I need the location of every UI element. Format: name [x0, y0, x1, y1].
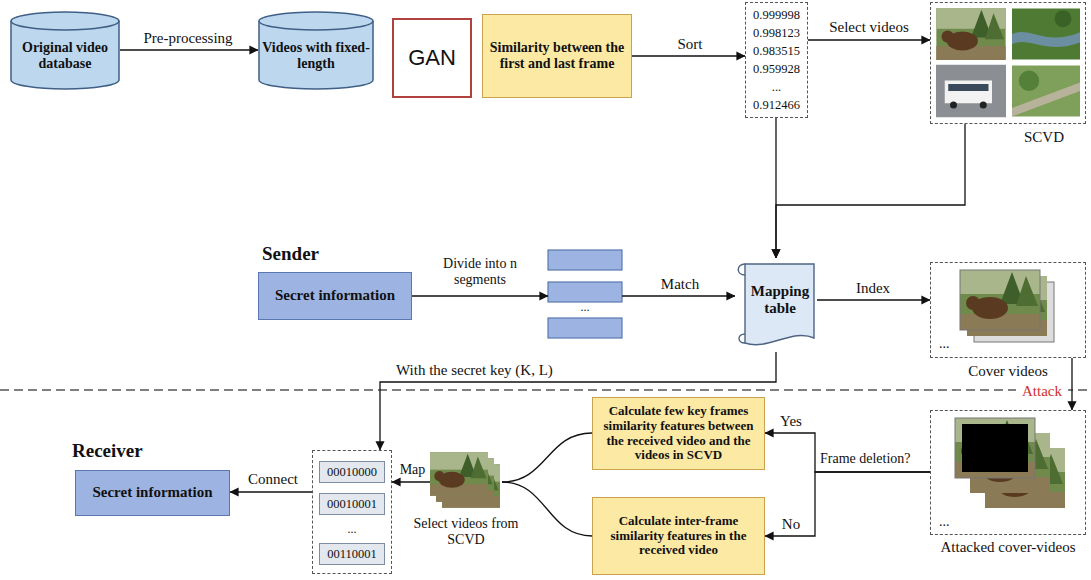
edge-label: Pre-processing: [138, 30, 238, 47]
score-list: 0.999998 0.998123 0.983515 0.959928... 0.912…: [745, 2, 808, 118]
database-cylinder: Videos with fixed-length: [258, 12, 374, 90]
connector-arrow: [380, 352, 776, 450]
process-box: Calculate few key frames similarity feat…: [592, 397, 765, 470]
node-text: GAN: [408, 45, 456, 70]
section-heading: Sender: [262, 243, 319, 265]
bit-box: 00110001: [319, 543, 385, 565]
video-set-box: ...Attacked cover-videos: [930, 410, 1086, 535]
segment-group: ...: [548, 250, 622, 338]
section-heading: Receiver: [72, 440, 143, 462]
database-cylinder: Original video database: [10, 12, 120, 90]
node-text: 00010001: [327, 498, 377, 511]
edge-label: Connect: [238, 471, 308, 488]
mapping-scroll: Mapping table: [735, 258, 817, 352]
node-text: 0.983515: [753, 45, 800, 58]
node-text: Calculate few key frames similarity feat…: [598, 404, 759, 464]
node-text: Select videos from SCVD: [408, 516, 524, 548]
cylinder-body: [259, 12, 373, 89]
video-thumbnail: Select videos from SCVD: [430, 452, 502, 512]
scroll-outline: [735, 258, 817, 352]
bit-list: ... 00010000 00010001 00110001: [312, 450, 392, 574]
video-set-box: ...Cover videos: [930, 262, 1086, 358]
data-box: Secret information: [75, 470, 230, 516]
selected-video-stack: [430, 452, 500, 508]
data-box: Secret information: [258, 272, 412, 320]
cover-video-stack: [960, 270, 1054, 342]
node-text: 0.998123: [753, 27, 800, 40]
cylinder-outline: [10, 12, 120, 90]
edge-label: Index: [838, 280, 908, 297]
process-box: Calculate inter-frame similarity feature…: [592, 497, 765, 575]
connector-arrow: [502, 433, 592, 482]
edge-label: Match: [640, 276, 720, 293]
node-text: ...: [772, 81, 781, 94]
cylinder-rim: [11, 21, 119, 30]
branch-note: Frame deletion?: [820, 451, 911, 467]
video-set-box: SCVD: [930, 2, 1086, 124]
connector-arrow: [120, 49, 258, 50]
node-text: 00010000: [327, 466, 377, 479]
bit-box: 00010000: [319, 461, 385, 483]
node-text: Original video database: [14, 40, 116, 72]
video-thumbnails: [936, 8, 1080, 117]
node-text: ...: [939, 515, 950, 529]
attacked-video-stack: [955, 418, 1065, 508]
node-text: Secret information: [275, 287, 395, 304]
node-text: 00110001: [327, 548, 377, 561]
connector-arrow: [230, 491, 312, 492]
node-text: 0.959928: [753, 63, 800, 76]
node-text: Videos with fixed-length: [262, 40, 370, 72]
node-text: ...: [939, 337, 950, 351]
bit-box: 00010001: [319, 493, 385, 515]
connector-arrow: [765, 433, 930, 472]
edge-label: With the secret key (K, L): [396, 362, 596, 379]
connector-arrow: [817, 299, 930, 300]
node-text: ...: [548, 301, 622, 313]
cylinder-outline: [258, 12, 374, 90]
connector-arrow: [1071, 358, 1072, 410]
segment-bars: [548, 250, 622, 338]
node-text: 0.912466: [753, 99, 800, 112]
sender-receiver-divider: [0, 389, 1091, 390]
node-text: Attacked cover-videos: [931, 539, 1085, 556]
edge-label: Select videos: [815, 19, 923, 36]
edge-label: Map: [395, 462, 430, 478]
connector-arrow: [765, 472, 930, 536]
node-text: SCVD: [1001, 129, 1087, 146]
connector-arrow: [392, 481, 430, 482]
connector-arrow: [502, 482, 592, 536]
node-text: Cover videos: [931, 363, 1085, 380]
edge-label: Yes: [772, 413, 810, 430]
connector-arrow: [622, 295, 735, 296]
connector-arrow: [808, 39, 930, 40]
connector-arrow: [632, 55, 745, 56]
node-text: Secret information: [92, 484, 212, 501]
node-text: Calculate inter-frame similarity feature…: [598, 514, 759, 559]
node-text: 0.999998: [753, 9, 800, 22]
edge-label: Divide into n segments: [416, 256, 544, 288]
connector-arrow: [776, 124, 965, 258]
node-text: Similarity between the first and last fr…: [489, 40, 625, 72]
edge-label: No: [772, 516, 810, 533]
model-box: GAN: [392, 18, 472, 98]
process-box: Similarity between the first and last fr…: [482, 14, 632, 98]
node-text: Mapping table: [749, 283, 811, 318]
scroll-body: [745, 264, 814, 345]
cylinder-rim: [259, 21, 373, 30]
cylinder-body: [11, 12, 119, 89]
connector-arrow: [412, 295, 548, 296]
node-text: ...: [313, 523, 391, 535]
edge-label: Sort: [660, 36, 720, 53]
scroll-curl: [738, 264, 745, 343]
edge-label: Attack: [1016, 383, 1068, 400]
